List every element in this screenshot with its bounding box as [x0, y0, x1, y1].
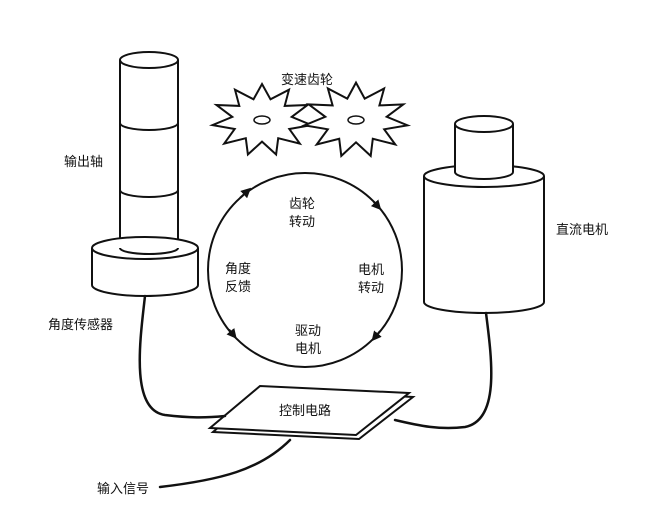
cycle-bottom-label: 驱动 电机	[295, 323, 321, 359]
cycle-top-line1: 齿轮	[289, 197, 316, 212]
cycle-left-label: 角度 反馈	[225, 261, 251, 297]
cycle-bottom-line2: 电机	[295, 342, 322, 357]
dc-motor-label: 直流电机	[556, 223, 609, 238]
cycle-left-line1: 角度	[225, 262, 252, 277]
gearbox-label: 变速齿轮	[281, 73, 334, 88]
cycle-top-line2: 转动	[289, 215, 316, 230]
wire-sensor-to-circuit	[138, 294, 227, 419]
dc-motor-shaft	[454, 115, 514, 180]
feedback-cycle	[207, 172, 403, 368]
angle-sensor-label: 角度传感器	[48, 318, 114, 333]
angle-sensor-body	[91, 236, 199, 297]
control-circuit-board	[207, 384, 416, 441]
control-circuit-label: 控制电路	[279, 404, 332, 419]
wire-input-to-circuit	[158, 438, 292, 489]
cycle-arrow-topright	[370, 199, 382, 211]
input-signal-label: 输入信号	[97, 482, 150, 497]
cycle-right-line2: 转动	[358, 281, 385, 296]
cycle-right-line1: 电机	[358, 263, 385, 278]
cycle-bottom-line1: 驱动	[295, 324, 322, 339]
wire-motor-to-circuit	[393, 311, 493, 430]
cycle-arrow-bottomright	[371, 330, 382, 342]
cycle-arrow-bottomleft	[226, 327, 237, 339]
cycle-arrow-topleft	[239, 187, 252, 199]
cycle-top-label: 齿轮 转动	[289, 196, 315, 232]
gear-left	[208, 81, 316, 157]
dc-motor	[423, 164, 545, 314]
cycle-right-label: 电机 转动	[358, 262, 384, 298]
cycle-left-line2: 反馈	[225, 280, 252, 295]
output-shaft	[119, 51, 179, 241]
gear-right	[300, 80, 412, 158]
wires	[138, 294, 493, 489]
output-shaft-label: 输出轴	[64, 155, 104, 170]
